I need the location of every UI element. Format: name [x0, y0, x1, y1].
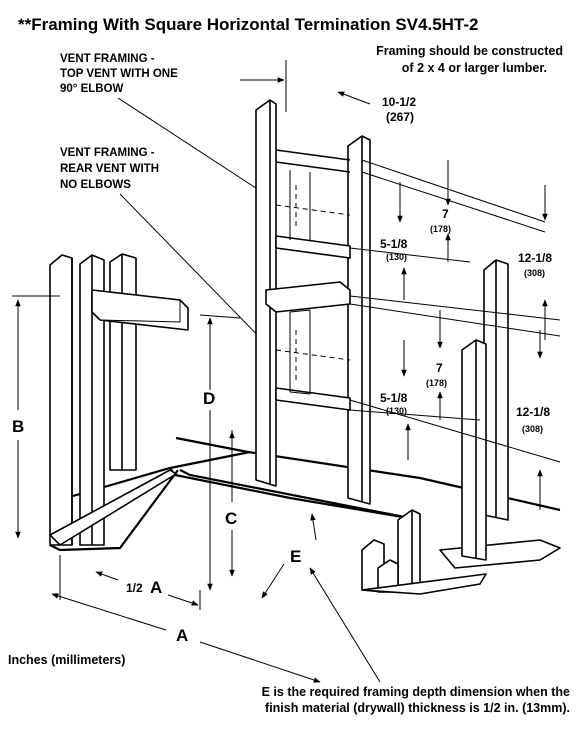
- vent-framing-center: [255, 99, 371, 505]
- callout-rear-vent-line3: NO ELBOWS: [60, 179, 131, 191]
- callout-top-vent-line3: 90° ELBOW: [60, 83, 124, 95]
- dim-upper-outer-in: 12-1/8: [518, 251, 552, 265]
- callout-rear-vent-line2: REAR VENT WITH: [60, 163, 159, 175]
- right-wall-framing: [361, 259, 509, 595]
- dim-lower-inner-mm: (130): [386, 406, 407, 416]
- hearth-plate: [439, 539, 561, 569]
- footnote-line2: finish material (drywall) thickness is 1…: [265, 701, 570, 715]
- callout-top-vent-line1: VENT FRAMING -: [60, 53, 155, 65]
- dim-lower-inner-in: 5-1/8: [380, 391, 408, 405]
- callout-rear-vent-leader: [119, 193, 273, 351]
- dim-lower-outer-mm: (308): [522, 424, 543, 434]
- vent-header-middle: [265, 281, 351, 313]
- dim-width-mm: (267): [386, 110, 414, 124]
- dim-lower-gap-in: 7: [436, 361, 443, 375]
- units-note: Inches (millimeters): [8, 653, 125, 667]
- dim-b-label: B: [12, 417, 24, 436]
- dim-upper-inner-in: 5-1/8: [380, 237, 408, 251]
- dim-width-in: 10-1/2: [382, 95, 416, 109]
- dim-lower-group: 7 (178) 5-1/8 (130) 12-1/8 (308): [349, 303, 561, 510]
- dim-upper-gap-mm: (178): [430, 224, 451, 234]
- dim-upper-outer-mm: (308): [524, 268, 545, 278]
- vent-header-lower: [275, 387, 351, 411]
- dim-e: E: [261, 513, 381, 683]
- callout-rear-vent: VENT FRAMING - REAR VENT WITH NO ELBOWS: [60, 147, 273, 351]
- dim-upper-inner-mm: (130): [386, 252, 407, 262]
- dim-c: C: [225, 430, 237, 577]
- footnote-line1: E is the required framing depth dimensio…: [262, 685, 570, 699]
- diagram-title: **Framing With Square Horizontal Termina…: [18, 15, 479, 34]
- callout-top-vent: VENT FRAMING - TOP VENT WITH ONE 90° ELB…: [60, 53, 263, 193]
- vent-header-upper: [275, 235, 351, 259]
- dim-d-label: D: [203, 389, 215, 408]
- dim-e-label: E: [290, 547, 301, 566]
- dim-lower-outer-in: 12-1/8: [516, 405, 550, 419]
- callout-rear-vent-line1: VENT FRAMING -: [60, 147, 155, 159]
- dim-d: D: [199, 314, 241, 591]
- lumber-note-line2: of 2 x 4 or larger lumber.: [402, 61, 547, 75]
- lumber-note-line1: Framing should be constructed: [376, 44, 563, 58]
- dim-half-a-label: A: [150, 578, 162, 597]
- dim-upper-gap-in: 7: [442, 207, 449, 221]
- callout-top-vent-line2: TOP VENT WITH ONE: [60, 68, 178, 80]
- vent-stud-right: [347, 135, 371, 505]
- dim-half-a-prefix: 1/2: [126, 581, 143, 595]
- dim-lower-gap-mm: (178): [426, 378, 447, 388]
- dim-a-label: A: [176, 626, 188, 645]
- dim-c-label: C: [225, 509, 237, 528]
- dim-upper-group: 7 (178) 5-1/8 (130) 12-1/8 (308): [349, 159, 561, 340]
- left-wall-framing: [49, 253, 189, 546]
- dim-b: B: [12, 295, 60, 539]
- dim-a: 1/2 A A: [51, 555, 321, 683]
- callout-top-vent-leader: [117, 97, 263, 193]
- dim-width: 10-1/2 (267): [240, 60, 416, 124]
